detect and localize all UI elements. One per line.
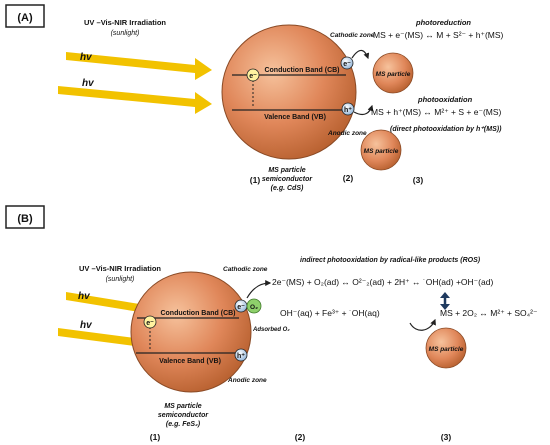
panel-b: (B) UV –Vis-NIR Irradiation (sunlight) h… xyxy=(5,205,538,442)
ros-equation-3: MS + 2O₂ ↔ M²⁺ + SO₄²⁻ xyxy=(440,308,538,318)
hv-label-b1: hv xyxy=(78,291,91,302)
ms-particle-label-a1: MS particle xyxy=(376,71,411,78)
cathode-arrow-a xyxy=(351,49,370,60)
vb-label-a: Valence Band (VB) xyxy=(264,114,326,121)
anode-arrow-a xyxy=(353,104,374,116)
anodic-zone-label-a: Anodic zone xyxy=(327,130,367,137)
sunlight-label-a: (sunlight) xyxy=(111,30,140,37)
sunlight-label-b: (sunlight) xyxy=(106,276,135,283)
irradiation-label-a: UV –Vis-NIR Irradiation xyxy=(84,18,166,27)
ms-particle-label-b: MS particle xyxy=(429,346,464,353)
number-b3: (3) xyxy=(441,432,452,442)
number-a3: (3) xyxy=(413,175,424,185)
number-b1: (1) xyxy=(150,432,161,442)
electron-label-a: e⁻ xyxy=(249,73,257,80)
vb-label-b: Valence Band (VB) xyxy=(159,358,221,365)
photooxidation-equation: MS + h⁺(MS) ↔ M²⁺ + S + e⁻(MS) xyxy=(371,107,502,117)
reaction-arrow-b xyxy=(409,318,436,331)
o2-molecule-icon xyxy=(246,298,262,314)
caption-b-line3: (e.g. FeS₂) xyxy=(166,421,201,428)
direct-photooxidation-label: (direct photooxidation by h⁺(MS)) xyxy=(390,126,502,133)
caption-a-line2: semiconductor xyxy=(262,176,313,183)
cb-label-a: Conduction Band (CB) xyxy=(264,67,339,74)
electron-icon-b xyxy=(143,315,157,329)
ms-particle-label-a2: MS particle xyxy=(364,148,399,155)
light-arrow-a1 xyxy=(66,52,212,80)
caption-b-line1: MS particle xyxy=(164,403,201,410)
cathodic-zone-label-a: Cathodic zone xyxy=(330,32,375,39)
double-arrow-heads-b xyxy=(440,292,450,310)
photoreduction-title: photoreduction xyxy=(415,18,471,27)
o2-label: O₂ xyxy=(250,304,258,311)
anode-hole-icon-a xyxy=(341,102,355,116)
cathode-arrow-b xyxy=(246,280,272,299)
ros-equation-2: OH⁻(aq) + Fe³⁺ + ˙OH(aq) xyxy=(280,308,380,318)
number-a2: (2) xyxy=(343,173,354,183)
hv-label-a1: hv xyxy=(80,52,93,63)
electron-icon-a xyxy=(246,68,260,82)
indirect-photooxidation-label: indirect photooxidation by radical-like … xyxy=(300,257,481,264)
ros-equation-1: 2e⁻(MS) + O₂(ad) ↔ O²⁻₂(ad) + 2H⁺ ↔ ˙OH(… xyxy=(272,277,493,287)
cb-label-b: Conduction Band (CB) xyxy=(160,310,235,317)
ms-particle-small-a1 xyxy=(372,52,414,94)
light-arrow-b2 xyxy=(58,328,175,356)
anode-hole-label-a: h⁺ xyxy=(344,107,352,114)
caption-a-line1: MS particle xyxy=(268,167,305,174)
ms-particle-sphere-b xyxy=(130,271,252,393)
light-arrow-b1 xyxy=(66,292,175,322)
anode-hole-icon-b xyxy=(234,348,248,362)
number-b2: (2) xyxy=(295,432,306,442)
caption-a-line3: (e.g. CdS) xyxy=(271,185,304,192)
anode-hole-label-b: h⁺ xyxy=(237,353,245,360)
panel-a-label: (A) xyxy=(17,12,33,24)
cathode-electron-icon-a xyxy=(340,56,354,70)
anodic-zone-label-b: Anodic zone xyxy=(227,377,267,384)
hv-label-b2: hv xyxy=(80,320,93,331)
ms-particle-small-a2 xyxy=(360,129,402,171)
panel-a: (A) UV –Vis-NIR Irradiation (sunlight) h… xyxy=(5,4,504,192)
panel-b-label-box xyxy=(5,205,45,229)
photoreduction-equation: MS + e⁻(MS) ↔ M + S²⁻ + h⁺(MS) xyxy=(373,30,504,40)
adsorbed-o2-label: Adsorbed O₂ xyxy=(252,327,290,333)
panel-b-label: (B) xyxy=(17,213,33,225)
ms-particle-small-b xyxy=(425,327,467,369)
cathode-electron-label-a: e⁻ xyxy=(343,61,351,68)
panel-a-label-box xyxy=(5,4,45,28)
irradiation-label-b: UV –Vis-NIR Irradiation xyxy=(79,264,161,273)
number-a1: (1) xyxy=(250,175,261,185)
cathodic-zone-label-b: Cathodic zone xyxy=(223,266,268,273)
ms-particle-sphere-a xyxy=(221,24,357,160)
electron-label-b: e⁻ xyxy=(146,320,154,327)
light-arrow-a2 xyxy=(58,86,212,114)
caption-b-line2: semiconductor xyxy=(158,412,209,419)
hv-label-a2: hv xyxy=(82,78,95,89)
photooxidation-title: photooxidation xyxy=(417,95,473,104)
cathode-electron-label-b: e⁻ xyxy=(237,304,245,311)
